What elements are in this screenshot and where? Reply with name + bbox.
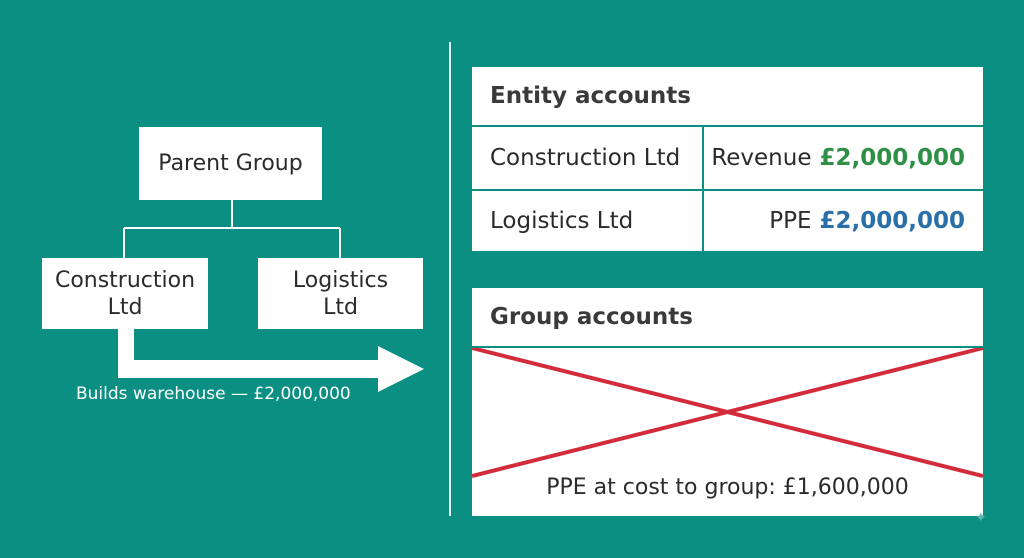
construction-label-line2: Ltd: [107, 294, 143, 320]
parent-group-label: Parent Group: [158, 151, 303, 176]
table-row: Logistics Ltd PPE £2,000,000: [472, 189, 983, 251]
ppe-amount: £2,000,000: [819, 208, 965, 234]
transfer-caption: Builds warehouse — £2,000,000: [76, 384, 351, 404]
entity-accounts-title: Entity accounts: [472, 67, 983, 127]
entity-value-cell: Revenue £2,000,000: [704, 127, 983, 189]
value-label: Revenue: [711, 145, 812, 171]
entity-value-cell: PPE £2,000,000: [704, 191, 983, 251]
group-accounts-title: Group accounts: [472, 288, 983, 348]
entity-accounts-panel: Entity accounts Construction Ltd Revenue…: [472, 67, 983, 251]
entity-name-cell: Logistics Ltd: [472, 191, 704, 251]
group-ppe-note: PPE at cost to group: £1,600,000: [546, 475, 909, 500]
sparkle-icon: ✦: [975, 510, 987, 526]
revenue-amount: £2,000,000: [819, 145, 965, 171]
group-accounts-body: PPE at cost to group: £1,600,000: [472, 348, 983, 514]
logistics-label-line2: Ltd: [323, 294, 358, 320]
construction-ltd-box: Construction Ltd: [42, 258, 208, 329]
logistics-ltd-box: Logistics Ltd: [258, 258, 423, 329]
logistics-label-line1: Logistics: [292, 267, 389, 293]
entity-name-cell: Construction Ltd: [472, 127, 704, 189]
section-divider: [449, 42, 451, 516]
construction-label-line1: Construction: [54, 267, 196, 293]
parent-group-box: Parent Group: [139, 127, 322, 200]
value-label: PPE: [769, 208, 812, 234]
cross-out-icon: [472, 348, 983, 478]
table-row: Construction Ltd Revenue £2,000,000: [472, 127, 983, 189]
group-accounts-panel: Group accounts PPE at cost to group: £1,…: [472, 288, 983, 516]
